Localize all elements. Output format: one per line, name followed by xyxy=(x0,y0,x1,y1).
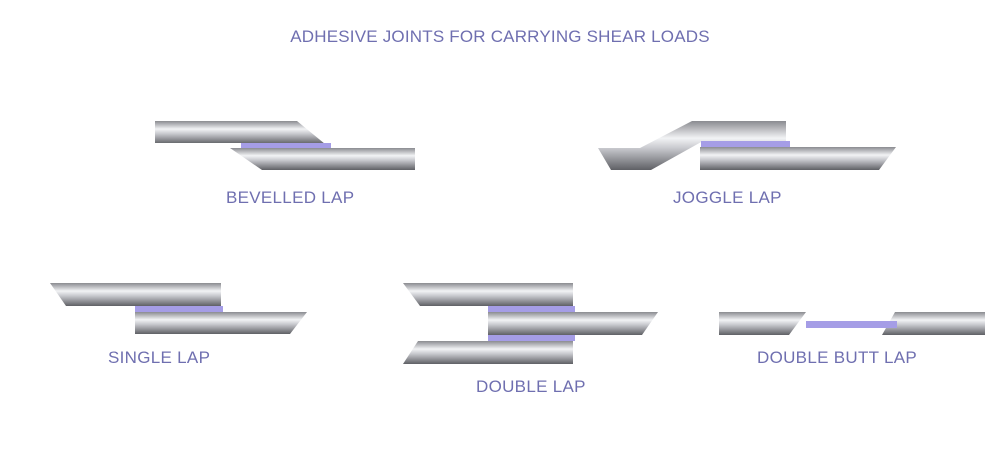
double-bottom-plate xyxy=(403,341,573,364)
single-adhesive xyxy=(135,306,223,312)
joggle-lap-label: JOGGLE LAP xyxy=(673,188,782,207)
bevelled-lap-label: BEVELLED LAP xyxy=(226,188,355,207)
joggle-bent-plate xyxy=(598,121,786,170)
double-lap-diagram xyxy=(403,283,658,364)
butt-adhesive xyxy=(806,321,897,328)
bevelled-lower-plate xyxy=(230,148,415,170)
double-butt-lap-label: DOUBLE BUTT LAP xyxy=(757,348,918,367)
joggle-flat-plate xyxy=(700,147,896,170)
single-lower-plate xyxy=(135,312,307,334)
double-adhesive-top xyxy=(488,306,575,312)
single-lap-diagram xyxy=(50,283,307,334)
bevelled-adhesive xyxy=(241,143,331,149)
butt-left-plate xyxy=(719,312,806,335)
page-title: ADHESIVE JOINTS FOR CARRYING SHEAR LOADS xyxy=(290,27,710,46)
bevelled-lap-diagram xyxy=(155,121,415,170)
double-top-plate xyxy=(403,283,573,306)
joggle-lap-diagram xyxy=(598,121,896,170)
joggle-adhesive xyxy=(701,141,790,147)
butt-right-plate xyxy=(882,312,985,335)
double-butt-lap-diagram xyxy=(719,312,985,335)
single-lap-label: SINGLE LAP xyxy=(108,348,211,367)
double-middle-plate xyxy=(488,312,658,335)
single-upper-plate xyxy=(50,283,221,306)
double-lap-label: DOUBLE LAP xyxy=(476,377,586,396)
bevelled-upper-plate xyxy=(155,121,325,144)
double-adhesive-bottom xyxy=(488,335,575,341)
